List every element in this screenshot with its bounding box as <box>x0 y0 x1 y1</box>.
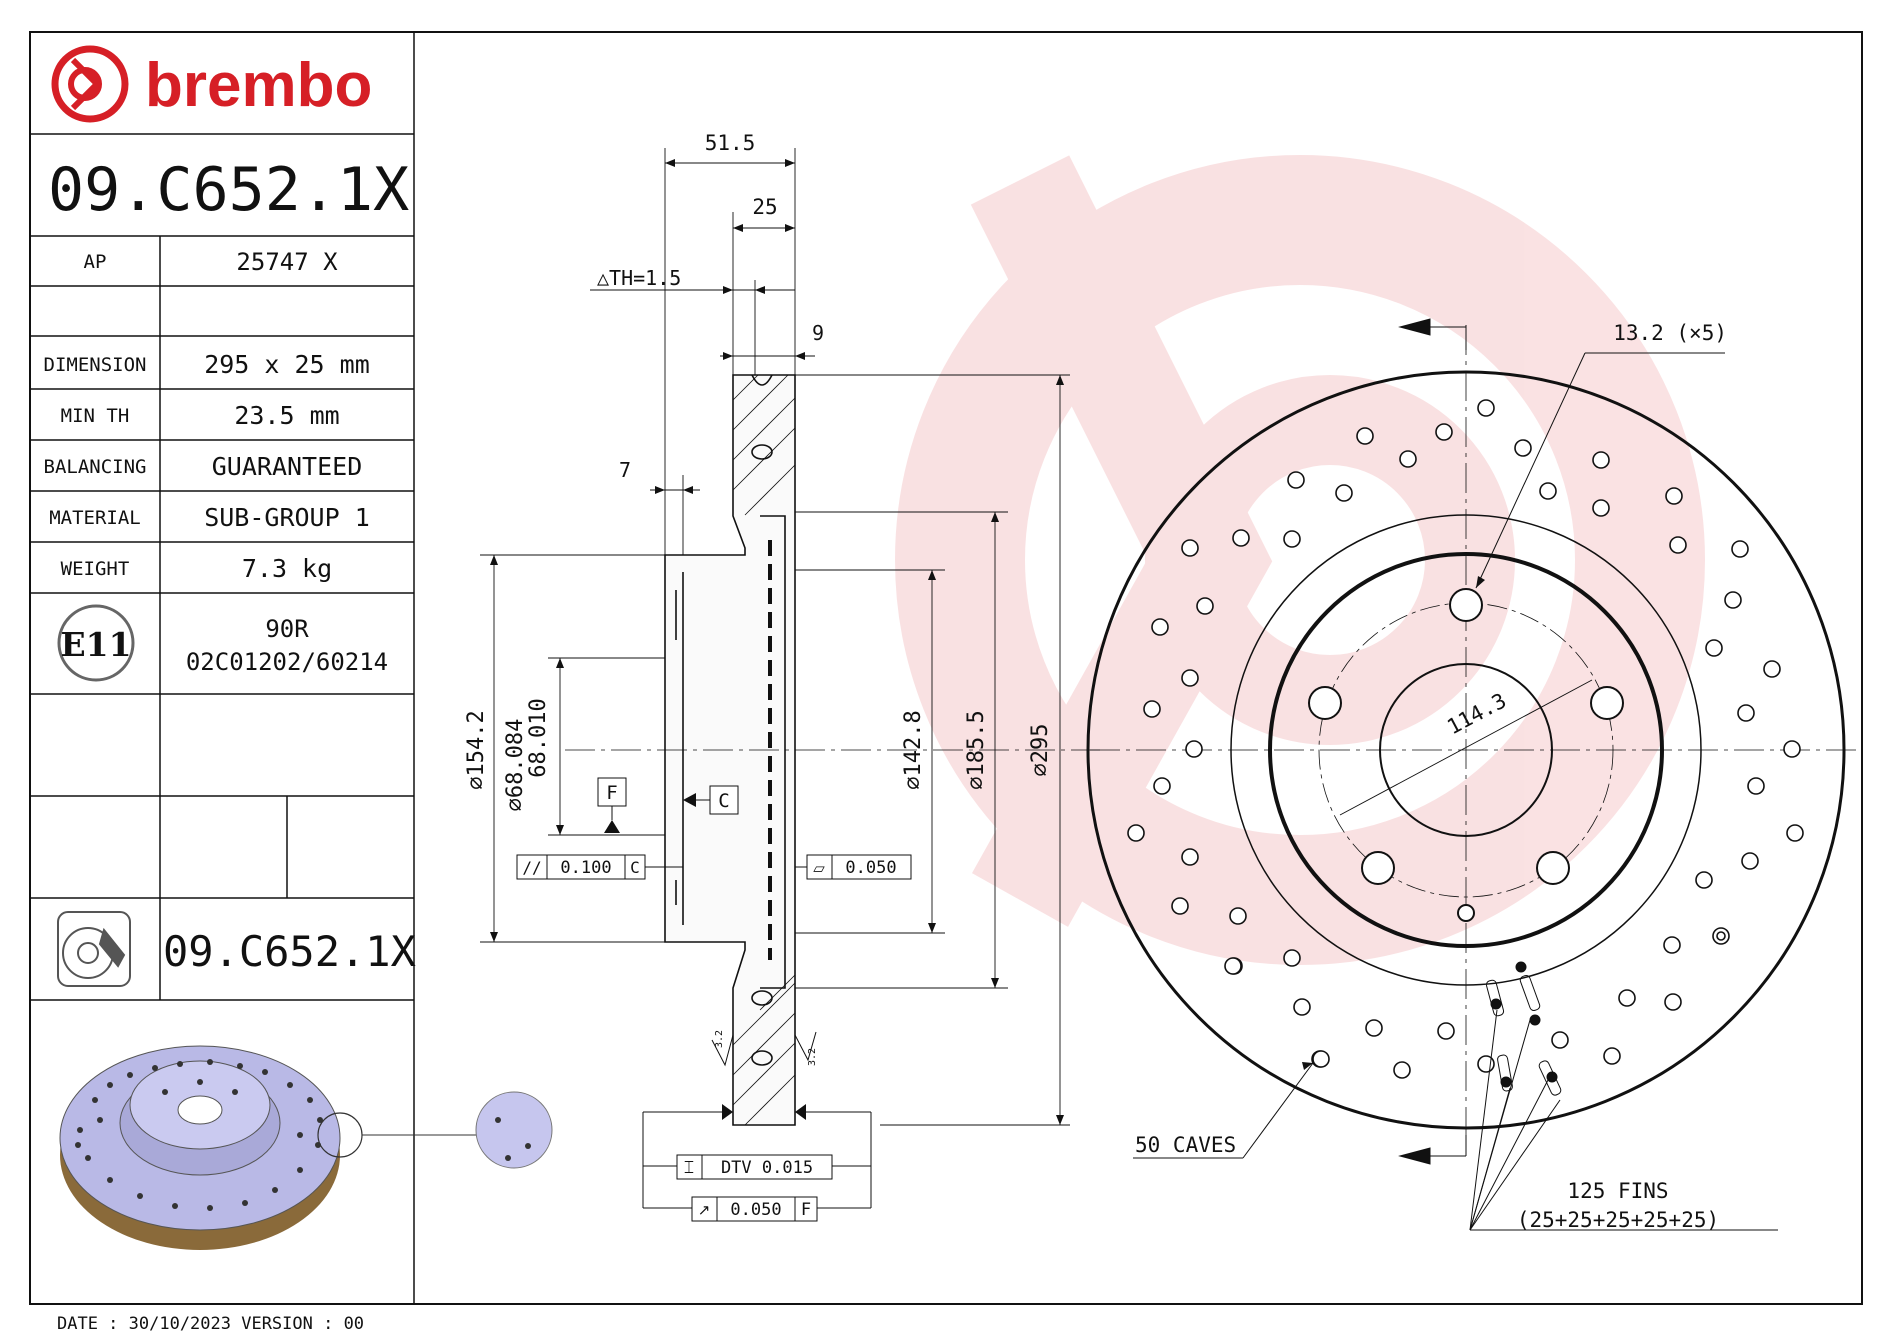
tolerance-dtv-runout <box>642 1111 872 1222</box>
spec-value-min-th: 23.5 mm <box>234 401 339 430</box>
dim-dia-154: ⌀154.2 <box>464 710 489 789</box>
datum-c: C <box>718 790 729 812</box>
roughness-1: 3.2 <box>714 1030 725 1048</box>
section-arrows <box>1398 318 1467 1165</box>
bottom-part-number: 09.C652.1X <box>163 927 416 976</box>
spec-value-balancing: GUARANTEED <box>212 452 363 481</box>
drilled-holes <box>1127 399 1804 1079</box>
datum-f: F <box>606 782 617 804</box>
caves-label: 50 CAVES <box>1135 1133 1236 1157</box>
dim-offset-9: 9 <box>812 321 824 345</box>
dim-dia-142: ⌀142.8 <box>901 710 926 789</box>
tol-parallel-datum: C <box>630 858 640 877</box>
dim-bore-min: 68.010 <box>526 698 551 777</box>
fins-detail-label: (25+25+25+25+25) <box>1517 1208 1719 1232</box>
tol-runout-datum: F <box>801 1200 811 1220</box>
ap-value: 25747 X <box>236 248 338 276</box>
datum-c-box <box>709 785 739 815</box>
dim-bore-max: ⌀68.084 <box>503 719 528 812</box>
homologation-line-1: 90R <box>265 615 309 643</box>
part-number: 09.C652.1X <box>48 155 409 225</box>
dimension-lines <box>480 148 1070 1126</box>
homologation-badge-icon <box>57 604 135 682</box>
roughness-symbol-icon <box>711 1031 817 1067</box>
tol-flat-value: 0.050 <box>845 858 896 878</box>
tol-parallel-symbol: // <box>522 858 541 877</box>
fins-detail <box>1469 961 1778 1231</box>
spec-value-material: SUB-GROUP 1 <box>204 503 370 532</box>
roughness-2: 3.2 <box>807 1048 818 1066</box>
brembo-logo-icon <box>51 45 129 123</box>
datum-c-triangle-icon <box>683 793 696 807</box>
tol-runout-value: 0.050 <box>730 1200 781 1220</box>
dim-dia-185: ⌀185.5 <box>964 710 989 789</box>
tolerance-flatness <box>795 854 912 880</box>
brake-disc-icon <box>57 911 131 987</box>
tol-dtv-value: DTV 0.015 <box>721 1158 813 1178</box>
dim-dia-295: ⌀295 <box>1028 724 1053 777</box>
spec-label-dimension: DIMENSION <box>44 354 147 376</box>
homologation-mark: E11 <box>60 625 131 664</box>
tol-dtv-symbol: ⌶ <box>684 1158 694 1178</box>
tol-flat-symbol: ▱ <box>813 859 825 877</box>
ap-label: AP <box>84 251 107 273</box>
spec-value-dimension: 295 x 25 mm <box>204 350 370 379</box>
sheet-border <box>29 31 1863 1305</box>
spec-label-weight: WEIGHT <box>61 558 130 580</box>
dimension-arrows <box>490 159 1064 1125</box>
disc-3d-render <box>59 1045 553 1250</box>
tol-runout-symbol: ↗ <box>698 1201 711 1219</box>
leaders <box>1133 352 1725 1159</box>
tol-parallel-value: 0.100 <box>560 858 611 878</box>
spec-label-balancing: BALANCING <box>44 456 147 478</box>
date-version: DATE : 30/10/2023 VERSION : 00 <box>57 1314 364 1334</box>
dim-overall-width: 51.5 <box>705 131 756 155</box>
datum-f-triangle-icon <box>604 820 620 833</box>
spec-label-material: MATERIAL <box>49 507 141 529</box>
brand-wordmark: brembo <box>145 51 372 120</box>
lug-holes <box>1308 588 1624 922</box>
dim-th: △TH=1.5 <box>597 266 681 290</box>
brembo-watermark <box>895 155 1705 965</box>
fins-label: 125 FINS <box>1567 1179 1668 1203</box>
dim-thickness: 25 <box>752 195 777 219</box>
homologation-line-2: 02C01202/60214 <box>186 648 388 676</box>
holes-label: 13.2 (×5) <box>1613 321 1727 345</box>
tolerance-parallel <box>516 854 683 880</box>
spec-label-min-th: MIN TH <box>61 405 130 427</box>
title-block <box>30 32 415 1304</box>
front-view <box>1086 325 1862 1150</box>
dim-offset-7: 7 <box>619 458 631 482</box>
spec-value-weight: 7.3 kg <box>242 554 332 583</box>
